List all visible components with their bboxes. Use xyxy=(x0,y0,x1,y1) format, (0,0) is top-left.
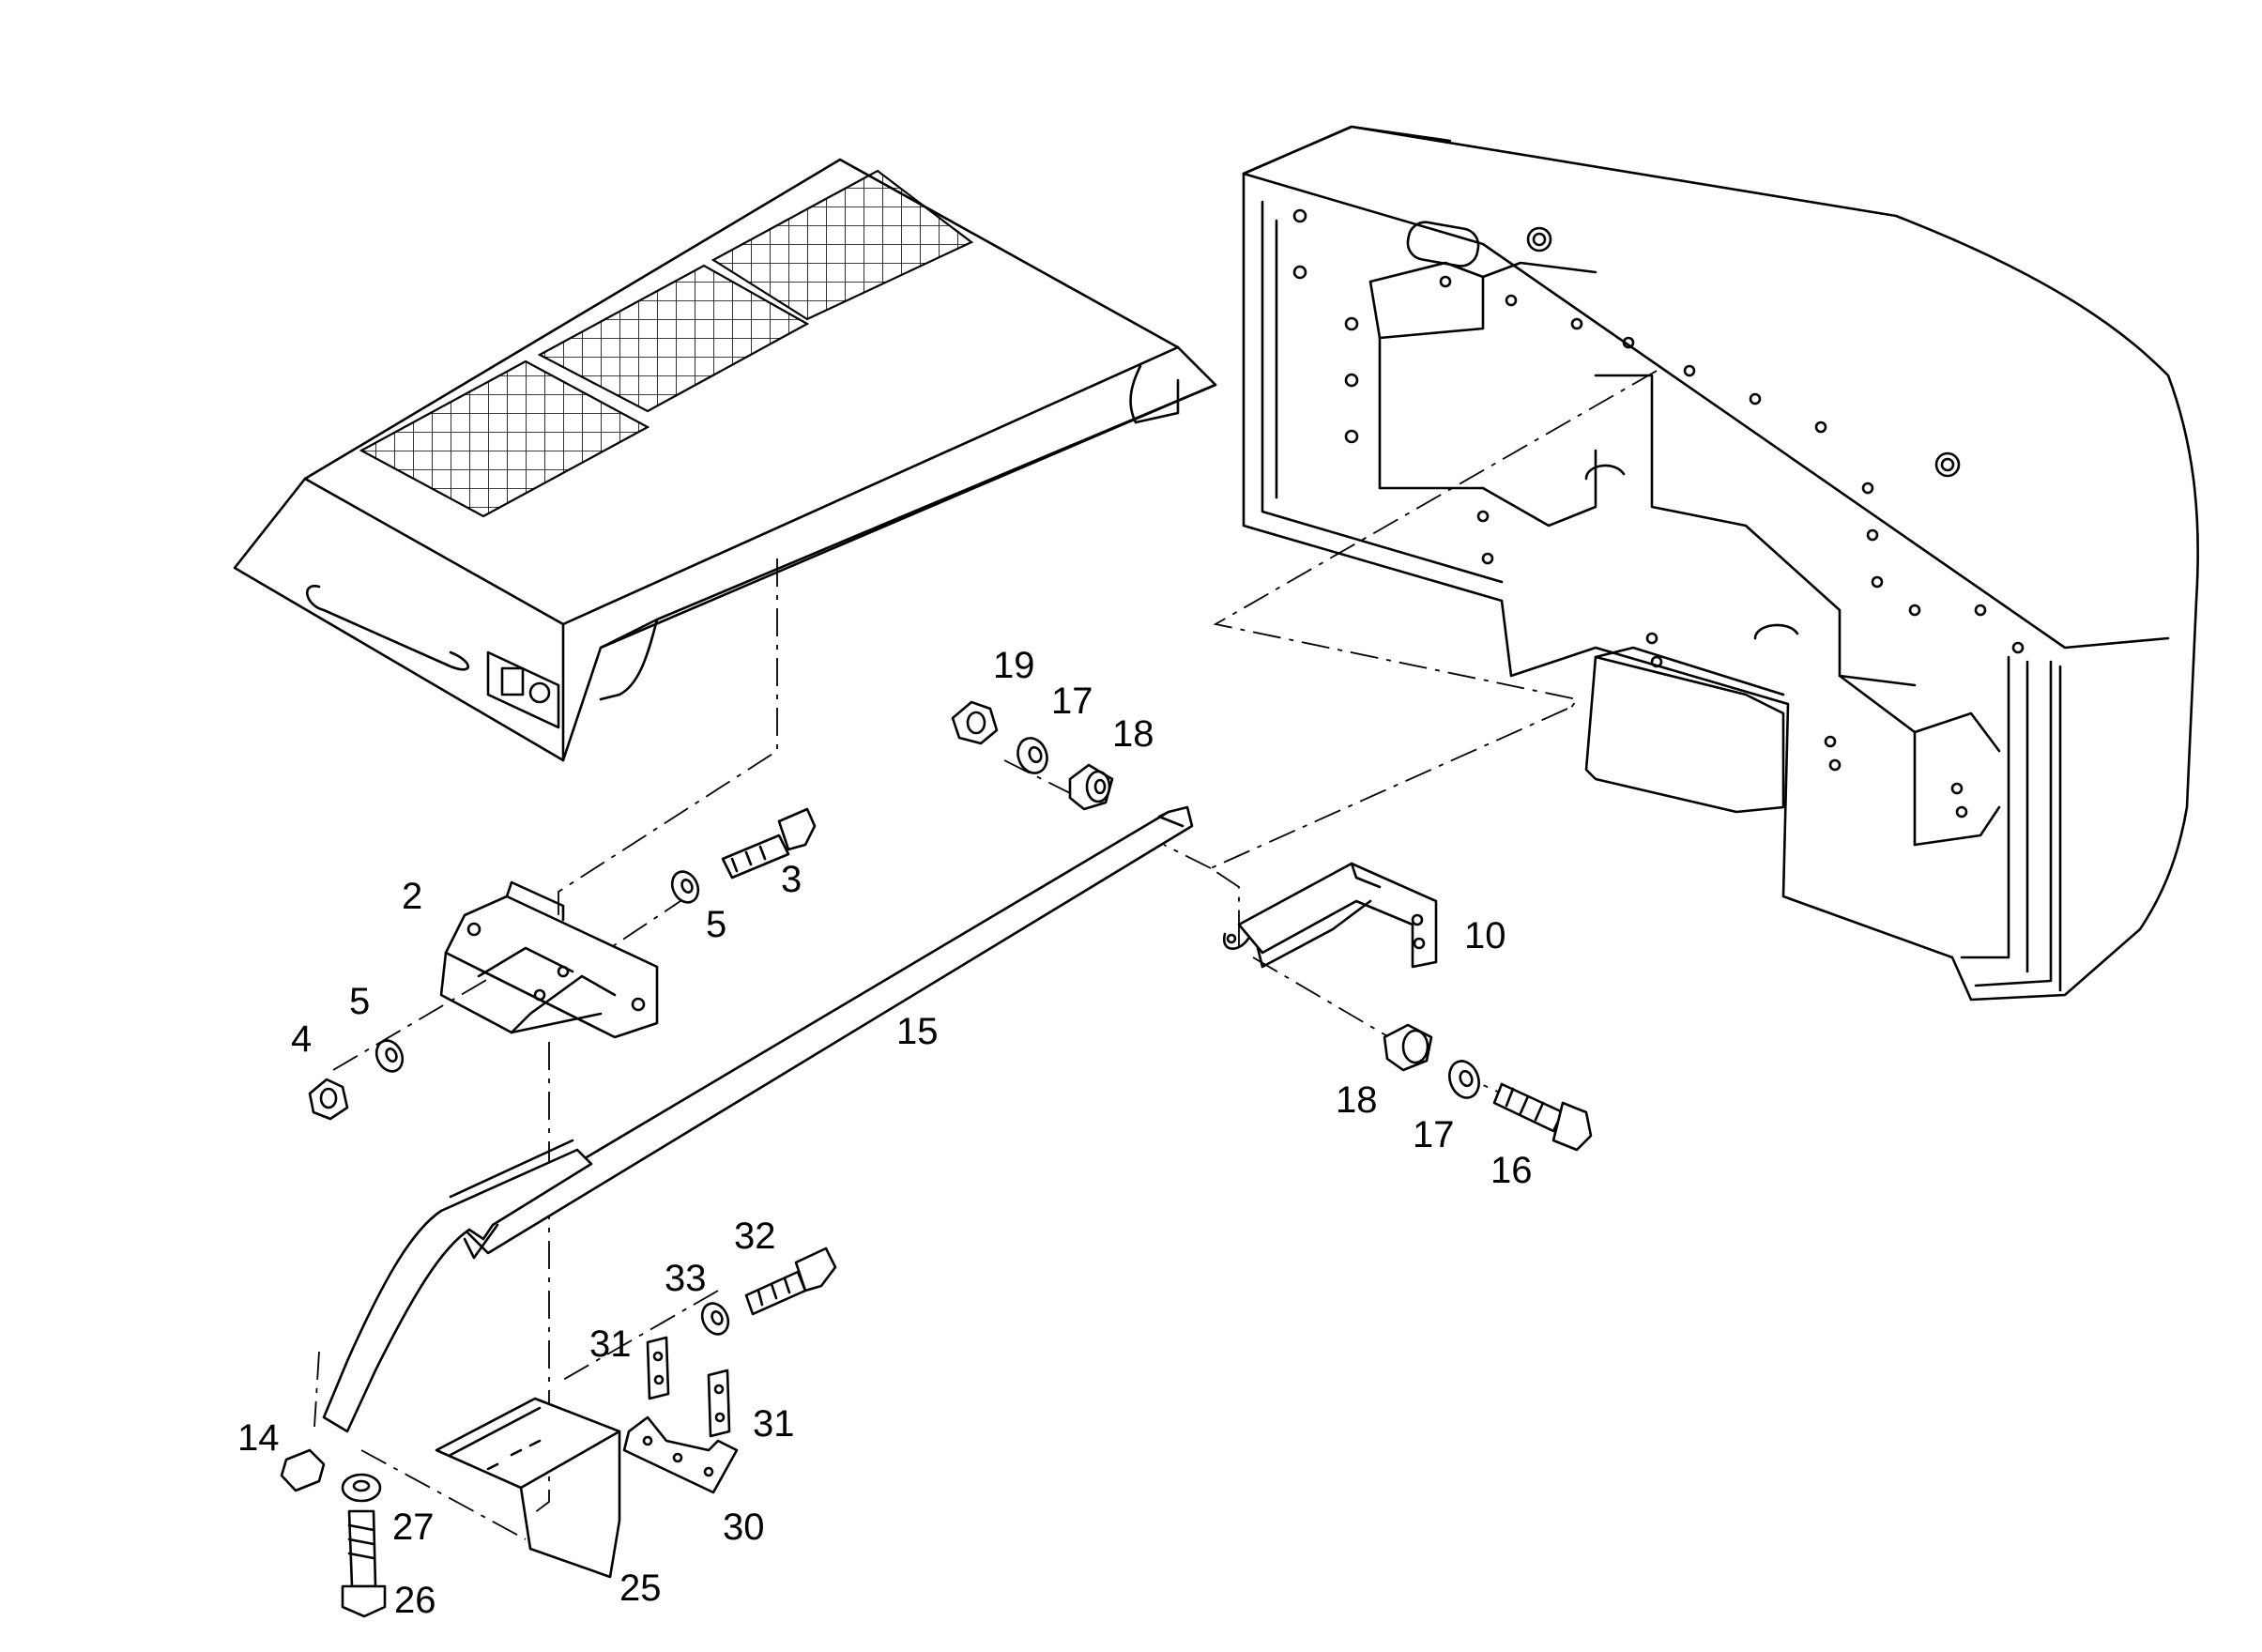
washer-part-17-lower xyxy=(1448,1060,1480,1099)
rod-part-15 xyxy=(322,805,1194,1433)
callout-32: 32 xyxy=(734,1216,776,1257)
hood-vent-grille xyxy=(359,169,974,518)
bush-part-18-lower xyxy=(1383,1023,1433,1072)
callout-31: 31 xyxy=(753,1403,795,1445)
plate-part-30 xyxy=(622,1415,739,1494)
bolt-part-16 xyxy=(1492,1082,1593,1152)
callout-19: 19 xyxy=(993,645,1035,686)
callout-3: 3 xyxy=(781,859,802,900)
callout-31: 31 xyxy=(589,1323,632,1365)
counterweight xyxy=(1242,125,2199,1002)
washer-part-17-upper xyxy=(1016,737,1048,774)
callout-18: 18 xyxy=(1336,1079,1378,1121)
callout-16: 16 xyxy=(1490,1150,1533,1191)
washer-part-27 xyxy=(341,1473,382,1503)
callout-15: 15 xyxy=(896,1011,939,1052)
washer-part-5-upper xyxy=(670,870,700,904)
bracket-part-2 xyxy=(439,880,659,1039)
nut-part-4 xyxy=(308,1078,349,1121)
nut-part-19 xyxy=(951,700,999,745)
bolt-part-3 xyxy=(721,807,817,880)
callout-10: 10 xyxy=(1464,915,1506,956)
callout-18: 18 xyxy=(1112,713,1154,755)
callout-4: 4 xyxy=(291,1018,312,1060)
callout-2: 2 xyxy=(402,876,422,917)
cap-part-14 xyxy=(280,1448,326,1492)
washer-part-5-lower xyxy=(374,1039,405,1073)
bush-part-18-upper xyxy=(1068,763,1114,811)
callout-17: 17 xyxy=(1051,681,1093,722)
washer-part-33 xyxy=(700,1302,730,1336)
plate-part-31-left xyxy=(646,1336,670,1400)
callout-33: 33 xyxy=(665,1258,707,1299)
callout-labels: 2 3 4 5 5 10 14 15 16 17 17 18 18 19 25 … xyxy=(237,645,1533,1621)
plate-part-31-right xyxy=(707,1369,731,1438)
callout-5: 5 xyxy=(706,904,726,945)
engine-hood xyxy=(233,158,1217,762)
callout-25: 25 xyxy=(619,1568,662,1609)
bracket-part-25 xyxy=(435,1397,621,1579)
callout-30: 30 xyxy=(723,1507,765,1548)
counterweight-bolt-holes xyxy=(1292,208,2025,818)
hood-latch xyxy=(486,650,560,729)
bolt-part-26 xyxy=(341,1509,387,1618)
callout-5: 5 xyxy=(349,981,370,1022)
callout-27: 27 xyxy=(392,1507,435,1548)
bracket-part-10 xyxy=(1222,862,1438,969)
bolt-part-32 xyxy=(744,1247,837,1316)
callout-17: 17 xyxy=(1413,1114,1455,1155)
callout-26: 26 xyxy=(394,1580,436,1621)
hood-handle xyxy=(305,585,469,671)
callout-14: 14 xyxy=(237,1417,280,1459)
